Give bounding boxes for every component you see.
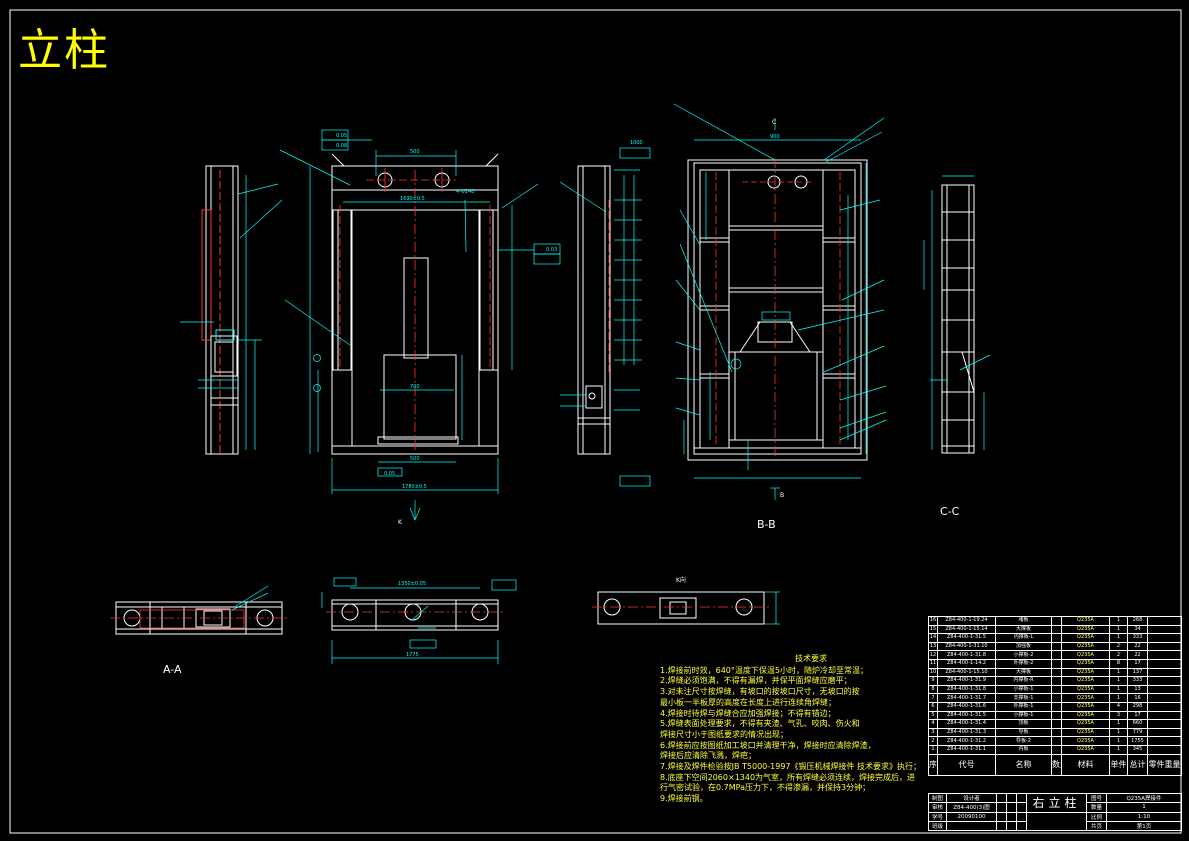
tech-line: 8.底座下空间2060×1340为气室，所有焊缝必须连续，焊接完成后，进 [660,772,916,782]
view-label-aa: A-A [163,663,182,676]
tech-line: 2.焊缝必须饱满，不得有漏焊，并保平面焊缝应磨平； [660,676,852,686]
view-label-kdir: K向 [676,576,686,584]
dim-text: 1780±0.5 [402,484,427,490]
section-mark-c: C [772,119,776,126]
left-side-view [201,165,239,455]
tech-line: 1.焊接前时效，640°温度下保温5小时，随炉冷却至常温； [660,665,868,675]
tech-line: 7.焊接及焊件检验按JB T5000-1997《锻压机械焊接件 技术要求》执行； [660,762,922,772]
k-direction-dims [764,591,780,625]
front-view [331,153,499,455]
tech-line: 9.焊接前钢。 [660,794,708,804]
dim-text: 0.05 [384,471,395,477]
tech-line: 3.对未注尺寸按焊缝，有坡口的按坡口尺寸，无坡口的按 [660,687,860,697]
side-view-k-dims [559,169,642,411]
front-view-centerlines [339,168,491,452]
view-label-bb: B-B [757,518,776,531]
dim-text: 1350±0.05 [398,581,426,587]
dim-text: 500 [410,456,420,462]
section-bb-dims [619,103,887,500]
tech-line: 焊接尺寸小于图纸要求的情况出现； [660,729,788,739]
dim-text: 700 [410,384,420,390]
side-view-k [577,165,611,455]
technical-requirements: 技术要求 1.焊接前时效，640°温度下保温5小时，随炉冷却至常温； 2.焊缝必… [660,654,922,805]
dim-text: 0.03 [546,247,557,253]
sheet-border [9,9,1182,834]
tech-line: 5.焊缝表面处理要求，不得有夹渣、气孔、咬肉、伤火和 [660,719,860,729]
front-view-dims [279,129,561,521]
dim-text: 1690±0.5 [400,196,425,202]
dim-text: 0.08 [336,143,347,149]
k-direction-view [597,591,765,625]
material: Q235A焊接件 [1106,792,1182,804]
section-aa-center [110,609,288,629]
part-name: 右立柱 [1026,793,1087,813]
drawing-title: 立柱 [18,25,110,76]
section-aa-dims [231,585,269,611]
section-bb-centerlines [715,158,841,458]
left-side-dims [180,175,283,450]
tech-line: 4.焊接时待焊与焊缝合应加强焊接；不得有错边； [660,708,836,718]
view-label-cc: C-C [940,505,960,518]
dim-text: 4-Φ140 [456,189,474,195]
tech-line: 行气密试验，在0.7MPa压力下，不得渗漏，并保持3分钟； [660,783,871,793]
tech-title: 技术要求 [795,654,827,663]
tech-line: 最小板一半板厚的高度在长度上进行连续角焊缝； [660,697,836,707]
section-cc-dims [923,175,991,450]
view-label-k: K [398,519,403,526]
dim-text: 500 [410,149,420,155]
tech-line: 焊接后应清除飞溅，焊疤； [660,751,756,761]
top-view [331,599,499,631]
dim-text: 1000 [630,140,643,146]
tech-line: 6.焊接前应按图纸加工坡口并清理干净，焊接时应清除焊渣， [660,740,876,750]
section-mark-b: B [780,492,784,499]
bom-header-row: 序号代号名称数量材料单件总计零件重量 [928,753,1182,776]
section-cc [941,184,975,454]
dim-text: 0.05 [336,133,347,139]
top-view-dims [321,577,517,664]
dim-text: 1775 [406,652,419,658]
dim-text: 900 [770,134,780,140]
dimension-texts: 500 1690±0.5 1780±0.5 500 1350±0.05 1775… [336,133,780,658]
